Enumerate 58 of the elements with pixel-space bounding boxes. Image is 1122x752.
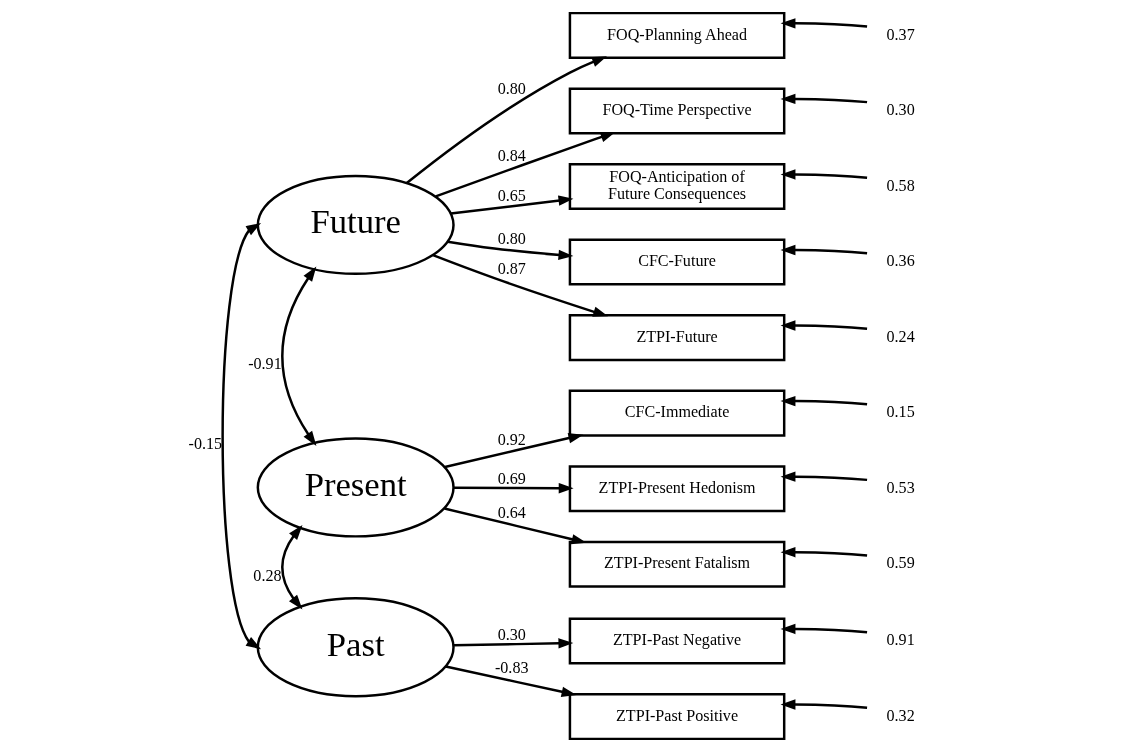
arrow bbox=[221, 222, 262, 650]
node-ellipse: Future bbox=[256, 174, 455, 276]
node-box: ZTPI-Past Negative bbox=[568, 617, 786, 665]
arrow bbox=[780, 169, 868, 180]
arrow bbox=[435, 132, 616, 198]
arrow bbox=[444, 507, 587, 545]
arrow bbox=[450, 195, 574, 215]
arrow bbox=[780, 320, 868, 331]
edge-label: -0.83 bbox=[494, 658, 529, 676]
edge-label: -0.91 bbox=[248, 354, 282, 372]
arrow bbox=[780, 699, 868, 710]
node-box: CFC-Future bbox=[568, 238, 786, 286]
arrow bbox=[453, 483, 574, 494]
arrow bbox=[780, 623, 868, 635]
arrow bbox=[281, 525, 303, 610]
node-box: CFC-Immediate bbox=[568, 389, 786, 437]
node-ellipse: Past bbox=[256, 597, 455, 698]
node-text: 0.36 bbox=[886, 252, 915, 270]
node-text: 0.24 bbox=[886, 327, 915, 345]
edge-label: 0.87 bbox=[497, 259, 526, 277]
arrow bbox=[780, 546, 868, 558]
node-text: 0.53 bbox=[886, 478, 915, 496]
arrow bbox=[780, 244, 868, 256]
arrow bbox=[453, 638, 574, 649]
arrow bbox=[432, 254, 608, 317]
node-text: 0.37 bbox=[886, 25, 915, 43]
node-box: FOQ-Time Perspective bbox=[568, 87, 786, 135]
arrow bbox=[780, 18, 868, 29]
edge-label: 0.28 bbox=[253, 566, 282, 584]
node-box: ZTPI-Past Positive bbox=[568, 693, 786, 741]
node-text: 0.58 bbox=[886, 176, 915, 194]
node-box: ZTPI-Future bbox=[568, 314, 786, 362]
arrow bbox=[444, 433, 584, 469]
node-text: 0.15 bbox=[886, 403, 915, 421]
edge-label: 0.65 bbox=[497, 186, 526, 204]
arrow bbox=[447, 240, 574, 261]
node-box: FOQ-Anticipation of Future Consequences bbox=[568, 163, 786, 211]
node-text: 0.91 bbox=[886, 631, 915, 649]
edge-label: 0.92 bbox=[497, 430, 526, 448]
node-box: ZTPI-Present Fatalism bbox=[568, 540, 786, 588]
arrow bbox=[780, 471, 868, 482]
arrow bbox=[281, 266, 317, 446]
arrow bbox=[780, 93, 868, 105]
node-box: FOQ-Planning Ahead bbox=[568, 11, 786, 59]
edge-label: 0.80 bbox=[497, 229, 526, 247]
arrow bbox=[406, 56, 607, 184]
arrow bbox=[780, 395, 868, 407]
node-box: ZTPI-Present Hedonism bbox=[568, 465, 786, 513]
node-text: 0.30 bbox=[886, 101, 915, 119]
edge-label: 0.64 bbox=[497, 503, 526, 521]
node-text: 0.59 bbox=[886, 554, 915, 572]
edge-label: 0.80 bbox=[497, 80, 526, 98]
arrow bbox=[445, 665, 577, 697]
edge-label: 0.69 bbox=[497, 470, 526, 488]
node-text: 0.32 bbox=[886, 706, 915, 724]
edge-label: 0.30 bbox=[497, 626, 526, 644]
edge-label: -0.15 bbox=[188, 435, 223, 453]
edge-label: 0.84 bbox=[497, 147, 526, 164]
